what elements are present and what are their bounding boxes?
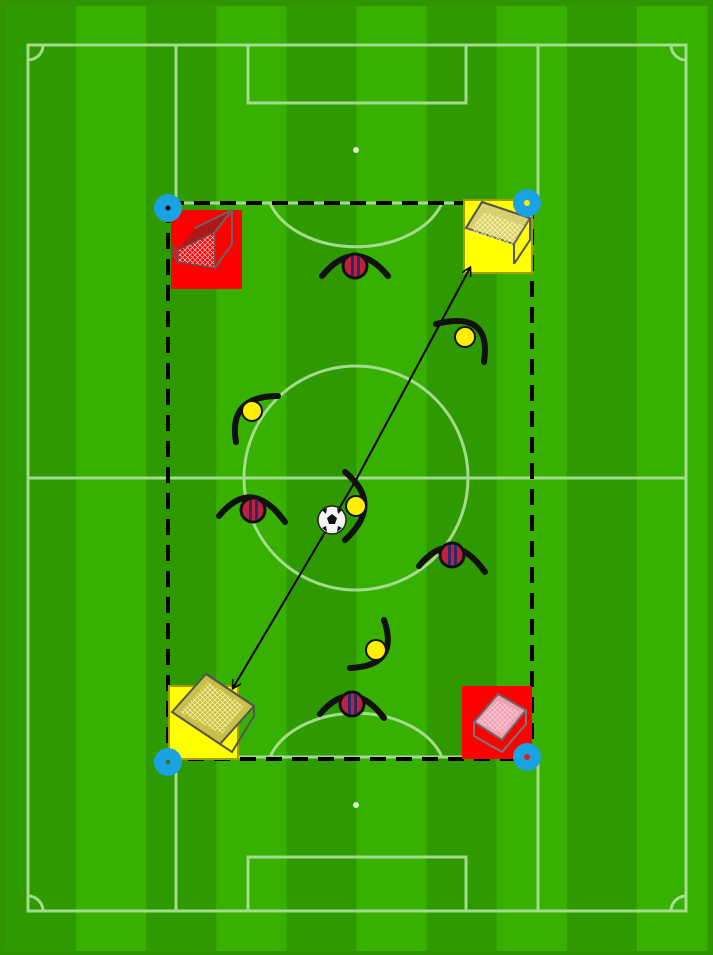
cone-bottom-left bbox=[154, 748, 182, 776]
cone-top-left bbox=[154, 194, 182, 222]
cone-bottom-right bbox=[513, 743, 541, 771]
soccer-ball-icon bbox=[318, 506, 346, 534]
bottom-penalty-spot bbox=[353, 802, 359, 808]
top-penalty-spot bbox=[353, 147, 359, 153]
cone-top-right bbox=[513, 189, 541, 217]
